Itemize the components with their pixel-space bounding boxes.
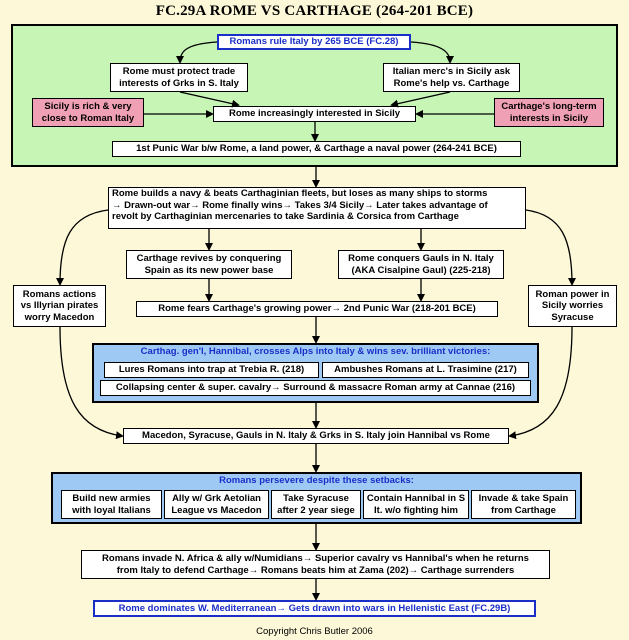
page-title: FC.29A ROME VS CARTHAGE (264-201 BCE): [155, 3, 474, 19]
node-line: Carthage revives by conquering: [136, 253, 282, 264]
node-line: (AKA Cisalpine Gaul) (225-218): [351, 264, 491, 276]
hannibal-header: Carthag. gen'l, Hannibal, crosses Alps i…: [140, 346, 491, 357]
node-line: Rome's help vs. Carthage: [393, 77, 510, 89]
node-carthage-interests: Carthage's long-term interests in Sicily: [494, 98, 604, 127]
node-line: Spain as its new power base: [144, 264, 274, 276]
node-text: Ambushes Romans at L. Trasimine (217): [334, 364, 517, 376]
node-africa: Romans invade N. Africa & ally w/Numidia…: [81, 550, 550, 579]
node-line: Carthage's long-term: [501, 101, 597, 112]
node-line: It. w/o fighting him: [374, 504, 458, 516]
node-line: Syracuse: [551, 311, 594, 323]
node-illyrian: Romans actions vs Illyrian pirates worry…: [13, 285, 106, 327]
node-sicily-rich: Sicily is rich & very close to Roman Ita…: [32, 98, 144, 127]
node-text: Rome increasingly interested in Sicily: [228, 108, 401, 120]
node-setback-contain: Contain Hannibal in S It. w/o fighting h…: [363, 490, 469, 519]
node-text: Macedon, Syracuse, Gauls in N. Italy & G…: [142, 430, 490, 442]
node-line: Invade & take Spain: [478, 493, 569, 504]
node-trebia: Lures Romans into trap at Trebia R. (218…: [104, 362, 319, 378]
node-text: Rome fears Carthage's growing power→ 2nd…: [158, 303, 476, 315]
persevere-header: Romans persevere despite these setbacks:: [219, 475, 414, 486]
arrow-syracuse-to-join: [508, 326, 573, 440]
node-setback-armies: Build new armies with loyal Italians: [61, 490, 162, 519]
node-rome-rules-italy: Romans rule Italy by 265 BCE (FC.28): [217, 34, 411, 50]
arrow-navy-to-syracuse: [525, 209, 576, 286]
node-sicily-syracuse: Roman power in Sicily worries Syracuse: [528, 285, 617, 327]
arrow-italy-to-trade: [176, 41, 218, 64]
node-line: from Italy to defend Carthage→ Romans be…: [116, 564, 515, 576]
node-text: 1st Punic War b/w Rome, a land power, & …: [136, 143, 497, 155]
node-text: Collapsing center & super. cavalry→ Surr…: [115, 382, 516, 394]
node-line: close to Roman Italy: [41, 112, 135, 124]
node-text: Rome dominates W. Mediterranean→ Gets dr…: [118, 602, 511, 614]
node-setback-spain: Invade & take Spain from Carthage: [471, 490, 576, 519]
node-dominates: Rome dominates W. Mediterranean→ Gets dr…: [93, 600, 536, 617]
node-rome-builds-navy: Rome builds a navy & beats Carthaginian …: [108, 187, 526, 229]
node-line: revolt by Carthaginian mercenaries to ta…: [112, 211, 459, 222]
node-line: Rome conquers Gauls in N. Italy: [348, 253, 494, 264]
copyright-text: Copyright Chris Butler 2006: [256, 626, 373, 637]
node-line: Rome must protect trade: [122, 66, 236, 77]
node-line: → Drawn-out war→ Rome finally wins→ Take…: [112, 199, 488, 211]
node-line: Romans actions: [22, 288, 97, 300]
node-line: Take Syracuse: [283, 493, 349, 504]
node-line: Contain Hannibal in S: [366, 493, 466, 504]
node-second-punic-war: Rome fears Carthage's growing power→ 2nd…: [136, 301, 498, 317]
node-line: with loyal Italians: [72, 504, 151, 516]
node-line: Sicily is rich & very: [44, 101, 132, 112]
node-line: vs Illyrian pirates: [20, 300, 99, 312]
arrow-mercs-to-interested: [390, 91, 451, 108]
node-text: Romans rule Italy by 265 BCE (FC.28): [229, 36, 399, 48]
node-line: Roman power in: [535, 288, 610, 300]
node-line: interests of Grks in S. Italy: [119, 77, 239, 89]
arrow-navy-to-illyrian: [56, 209, 109, 286]
node-trasimine: Ambushes Romans at L. Trasimine (217): [322, 362, 529, 378]
node-text: Lures Romans into trap at Trebia R. (218…: [118, 364, 305, 376]
node-carthage-spain: Carthage revives by conquering Spain as …: [126, 250, 292, 279]
node-line: Italian merc's in Sicily ask: [392, 66, 511, 77]
arrow-italy-to-mercs: [410, 41, 454, 64]
node-line: League vs Macedon: [171, 504, 262, 516]
node-setback-syracuse: Take Syracuse after 2 year siege: [271, 490, 361, 519]
arrow-trade-to-interested: [179, 91, 240, 108]
node-line: interests in Sicily: [509, 112, 589, 124]
node-line: Sicily worries: [541, 300, 604, 312]
node-line: after 2 year siege: [277, 504, 355, 516]
node-line: from Carthage: [491, 504, 556, 516]
node-line: Build new armies: [72, 493, 151, 504]
node-line: Romans invade N. Africa & ally w/Numidia…: [102, 553, 529, 564]
node-line: Rome builds a navy & beats Carthaginian …: [112, 188, 488, 199]
node-cannae: Collapsing center & super. cavalry→ Surr…: [100, 380, 531, 396]
node-line: Ally w/ Grk Aetolian: [172, 493, 261, 504]
node-line: worry Macedon: [24, 311, 95, 323]
arrow-illyrian-to-join: [59, 326, 124, 440]
node-setback-aetolian: Ally w/ Grk Aetolian League vs Macedon: [164, 490, 269, 519]
